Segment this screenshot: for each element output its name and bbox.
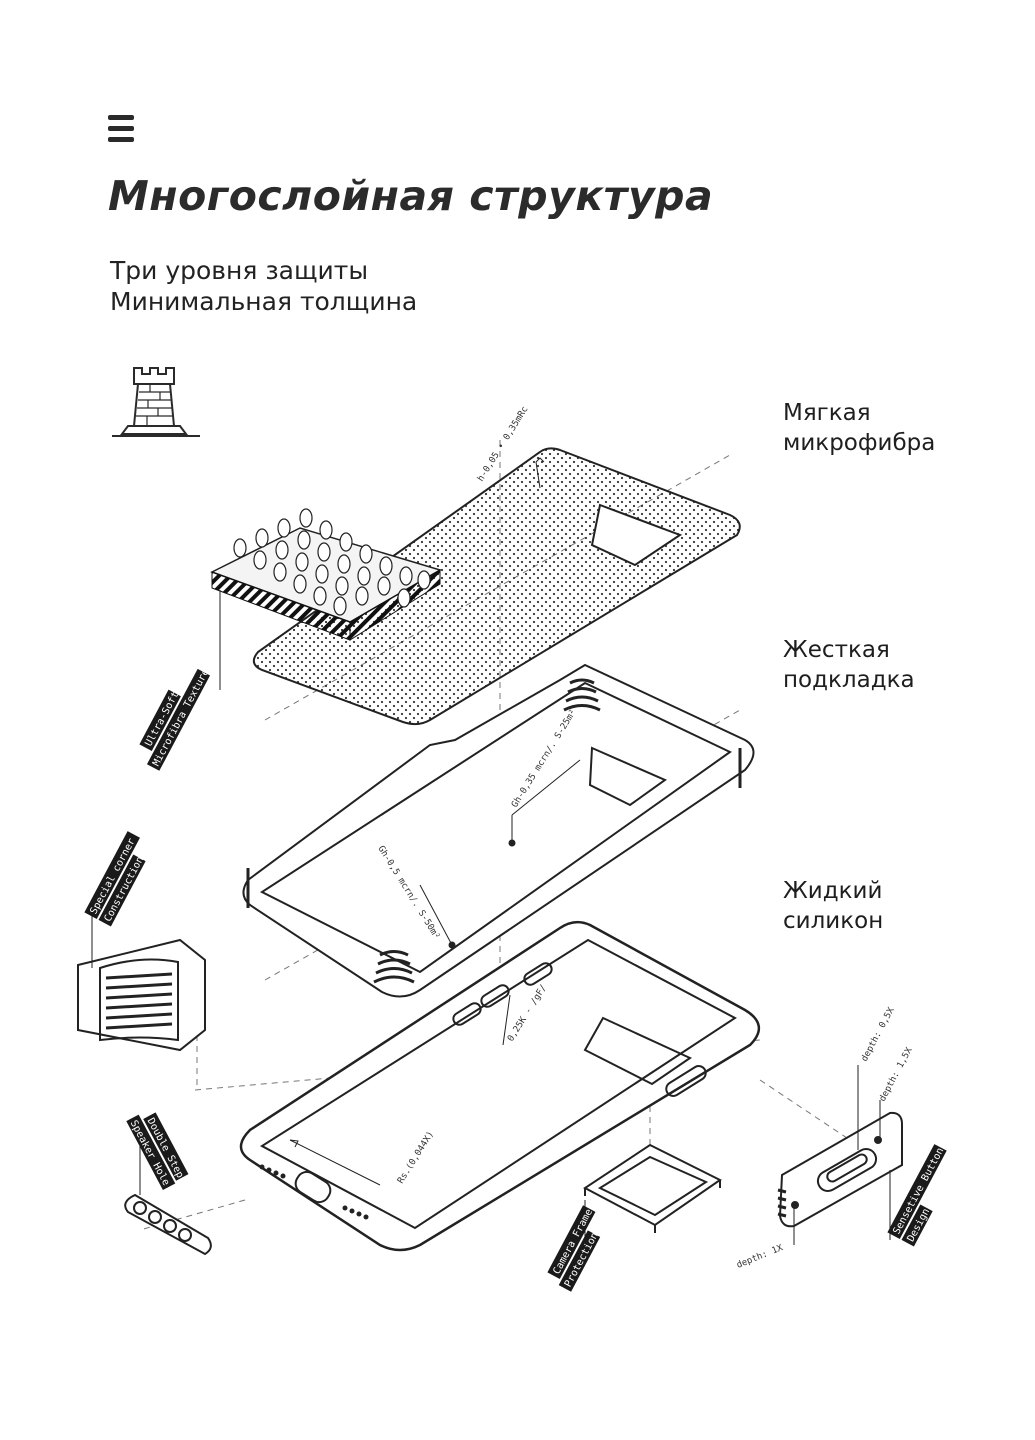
microfiber-layer: h-0,05 • 0,35mRc — [210, 405, 741, 726]
subtitle-line-1: Три уровня защиты — [110, 256, 369, 285]
callout-speaker: Double Step Speaker Hole — [126, 1112, 189, 1191]
layer-label-line: силикон — [783, 908, 884, 934]
silicone-case-layer — [239, 920, 760, 1252]
layer-label-liquid-silicone: Жидкий силикон — [783, 876, 883, 936]
layer-label-line: микрофибра — [783, 430, 936, 456]
layer-label-line: Мягкая — [783, 400, 871, 426]
hard-lining-layer — [242, 663, 755, 998]
button-detail — [777, 1065, 903, 1245]
tower-icon — [112, 367, 200, 437]
layer-label-line: Жидкий — [783, 878, 883, 904]
layer-label-line: Жесткая — [783, 637, 890, 663]
corner-detail — [77, 938, 206, 1052]
subtitle-line-2: Минимальная толщина — [110, 287, 418, 316]
speaker-detail — [124, 1193, 212, 1256]
layer-label-hard-lining: Жесткая подкладка — [783, 635, 915, 695]
layer-label-line: подкладка — [783, 667, 915, 693]
dimension-depth05: depth: 0,5X — [860, 1006, 897, 1064]
page-title: Многослойная структура — [108, 172, 714, 220]
camera-frame-detail — [583, 1143, 722, 1233]
layer-label-microfiber: Мягкая микрофибра — [783, 398, 935, 458]
dimension-depth15: depth: 1,5X — [878, 1046, 915, 1104]
callout-corner: Special corner Construction — [84, 831, 146, 927]
menu-icon[interactable] — [108, 115, 134, 143]
callout-camera: Camera Frame Protection — [547, 1205, 601, 1292]
dimension-depth1: depth: 1X — [735, 1243, 785, 1271]
callout-microfibra: Ultra-Soft Microfibra Texture — [139, 667, 212, 771]
